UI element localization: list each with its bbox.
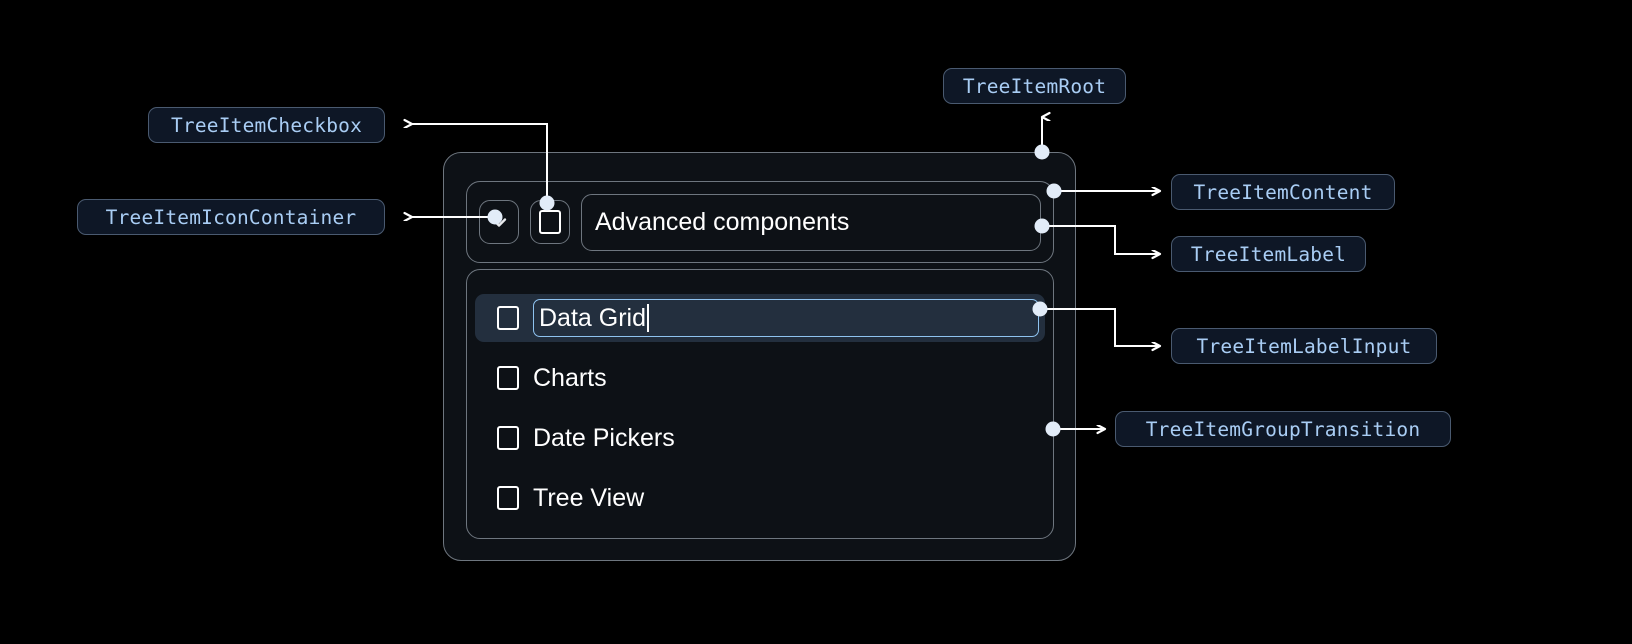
annotation-label: TreeItemIconContainer	[105, 205, 357, 229]
checkbox-square-icon	[539, 210, 561, 234]
tree-item-label-text: Advanced components	[595, 207, 850, 236]
tree-item-child-row[interactable]: Date Pickers	[475, 414, 1045, 462]
annotation-label: TreeItemRoot	[962, 74, 1107, 98]
tree-item-checkbox[interactable]	[497, 306, 519, 330]
annotation-chip-tree-item-icon-container: TreeItemIconContainer	[77, 199, 385, 235]
tree-item-root[interactable]: Advanced components Data Grid Charts Dat…	[443, 152, 1076, 561]
tree-item-label-input-value: Data Grid	[539, 303, 646, 332]
tree-item-label: Tree View	[533, 483, 645, 512]
tree-item-child-row[interactable]: Tree View	[475, 474, 1045, 522]
annotation-label: TreeItemLabel	[1190, 242, 1347, 266]
tree-item-label[interactable]: Advanced components	[581, 193, 1041, 251]
text-caret	[646, 304, 649, 332]
annotation-chip-tree-item-label-input: TreeItemLabelInput	[1171, 328, 1437, 364]
annotation-label: TreeItemGroupTransition	[1145, 417, 1421, 441]
annotation-chip-tree-item-checkbox: TreeItemCheckbox	[148, 107, 385, 143]
tree-item-checkbox[interactable]	[497, 366, 519, 390]
annotation-chip-tree-item-group-transition: TreeItemGroupTransition	[1115, 411, 1451, 447]
tree-item-label: Date Pickers	[533, 423, 675, 452]
tree-item-child-row[interactable]: Data Grid	[475, 294, 1045, 342]
tree-item-child-row[interactable]: Charts	[475, 354, 1045, 402]
annotation-label: TreeItemCheckbox	[170, 113, 363, 137]
annotation-chip-tree-item-root: TreeItemRoot	[943, 68, 1126, 104]
tree-item-checkbox[interactable]	[497, 426, 519, 450]
tree-item-label-input[interactable]: Data Grid	[533, 299, 1039, 337]
chevron-down-icon	[491, 218, 507, 227]
annotation-chip-tree-item-content: TreeItemContent	[1171, 174, 1395, 210]
annotation-label: TreeItemContent	[1193, 180, 1373, 204]
annotation-label: TreeItemLabelInput	[1196, 334, 1412, 358]
tree-item-group-transition: Data Grid Charts Date Pickers Tree View	[466, 269, 1054, 539]
tree-item-checkbox[interactable]	[530, 200, 570, 244]
tree-item-checkbox[interactable]	[497, 486, 519, 510]
tree-item-label: Charts	[533, 363, 607, 392]
tree-item-icon-container[interactable]	[479, 200, 519, 244]
tree-item-content[interactable]: Advanced components	[466, 181, 1054, 263]
annotation-chip-tree-item-label: TreeItemLabel	[1171, 236, 1366, 272]
